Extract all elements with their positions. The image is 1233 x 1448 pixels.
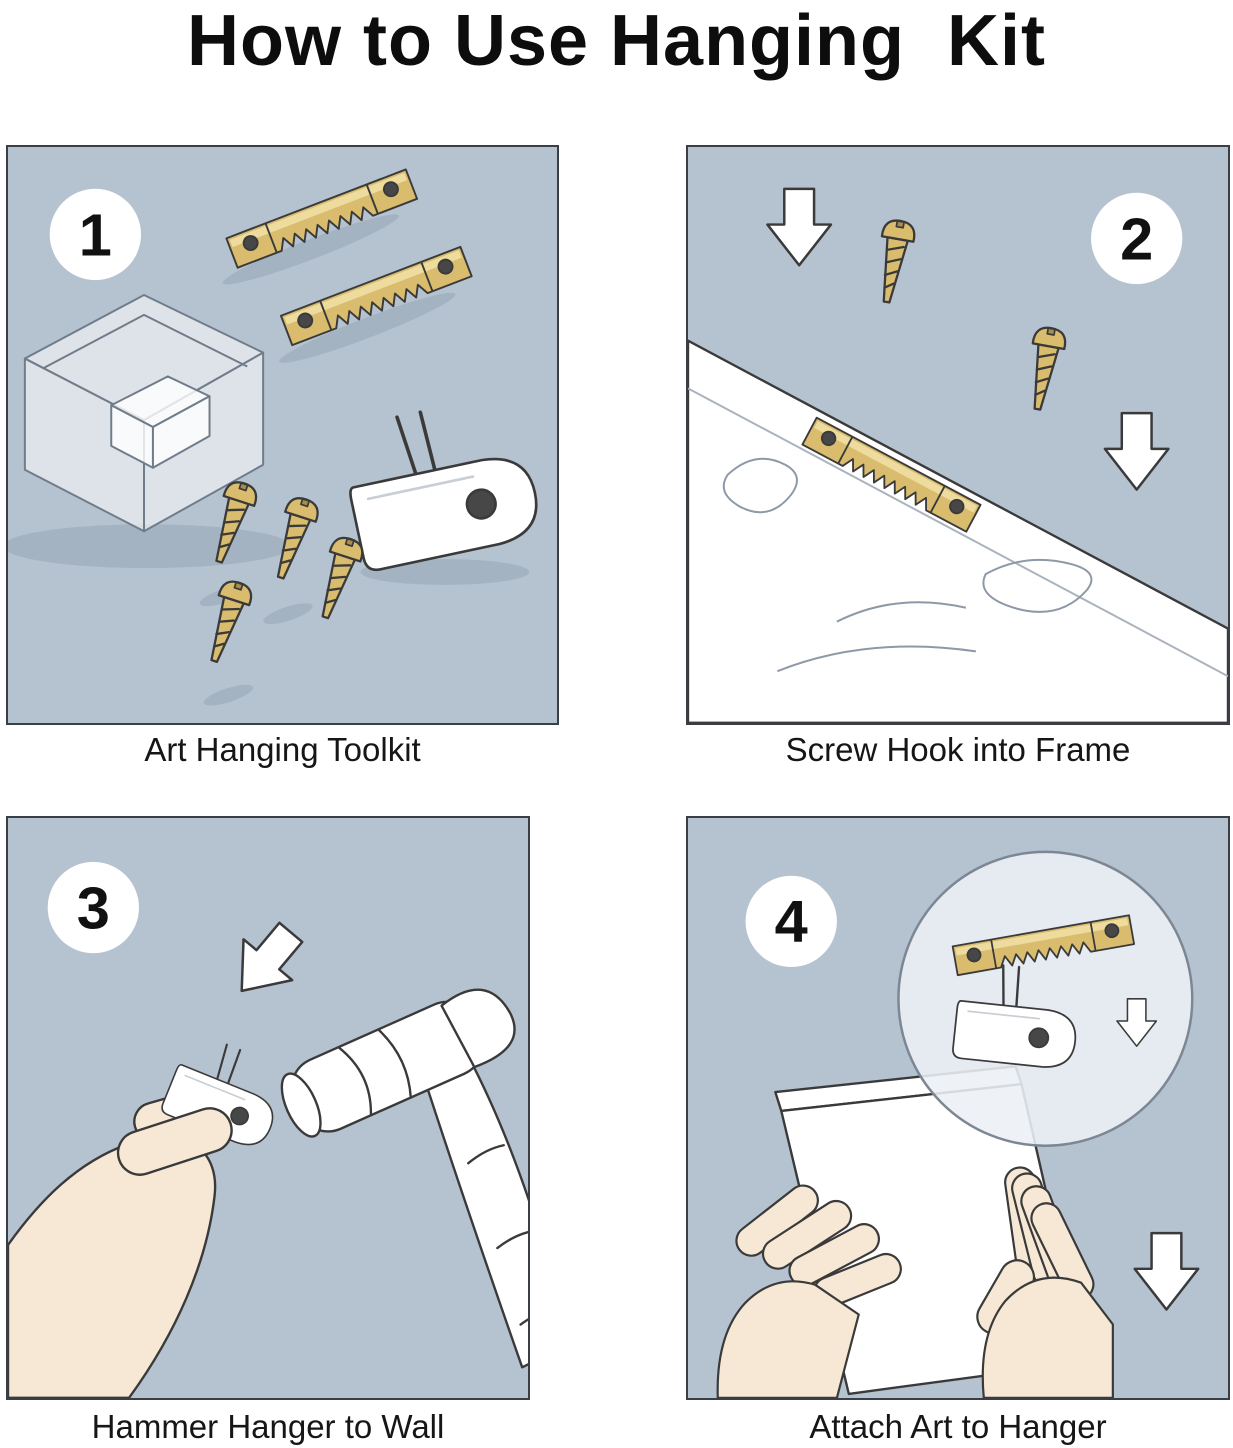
caption-step-2: Screw Hook into Frame	[785, 731, 1131, 768]
screw-4	[197, 576, 256, 668]
step-number-badge	[745, 875, 837, 968]
step-number: 4	[775, 888, 808, 955]
panel-step-3: 3	[6, 816, 530, 1400]
step-number-badge	[49, 188, 142, 281]
step-number-badge	[47, 861, 139, 954]
step-4-illustration: 4	[716, 850, 1200, 1398]
panel-step-4: 4	[686, 816, 1230, 1400]
screw-3	[308, 533, 368, 624]
down-arrow-icon	[766, 187, 833, 267]
hammer	[280, 988, 528, 1369]
storage-box	[23, 294, 265, 533]
step-number: 1	[79, 201, 112, 268]
hanger-shadow	[279, 292, 456, 363]
step-number: 3	[77, 874, 110, 941]
hand	[8, 1029, 295, 1398]
step-3-illustration: 3	[8, 861, 528, 1398]
down-arrow-icon	[1103, 411, 1170, 491]
hanger-shadow	[222, 214, 399, 285]
thumb	[116, 1107, 233, 1176]
wall-hook	[334, 390, 546, 575]
right-hand	[976, 1166, 1114, 1398]
step-number-badge	[1091, 192, 1183, 285]
panel-step-2: 2	[686, 145, 1230, 725]
caption-step-4: Attach Art to Hanger	[809, 1408, 1107, 1445]
magnifier-bubble	[897, 850, 1194, 1147]
step-number: 2	[1120, 205, 1153, 272]
step-1-illustration: 1	[8, 168, 546, 706]
down-arrow-icon	[1133, 1231, 1200, 1311]
caption-step-3: Hammer Hanger to Wall	[91, 1408, 445, 1445]
step-2-illustration: 2	[688, 187, 1228, 723]
screw-a	[869, 217, 918, 306]
palm	[8, 1135, 217, 1398]
down-left-arrow-icon	[216, 910, 317, 1013]
panel-step-1: 1	[6, 145, 559, 725]
screw-shadow	[263, 603, 313, 625]
left-hand	[716, 1184, 902, 1398]
screw-shadow	[203, 684, 254, 706]
page-title: How to Use Hanging Kit	[187, 1, 1046, 81]
caption-step-1: Art Hanging Toolkit	[144, 731, 421, 768]
box-shadow	[8, 524, 291, 569]
wood-frame-board	[688, 339, 1228, 723]
screw-b	[1020, 324, 1069, 414]
